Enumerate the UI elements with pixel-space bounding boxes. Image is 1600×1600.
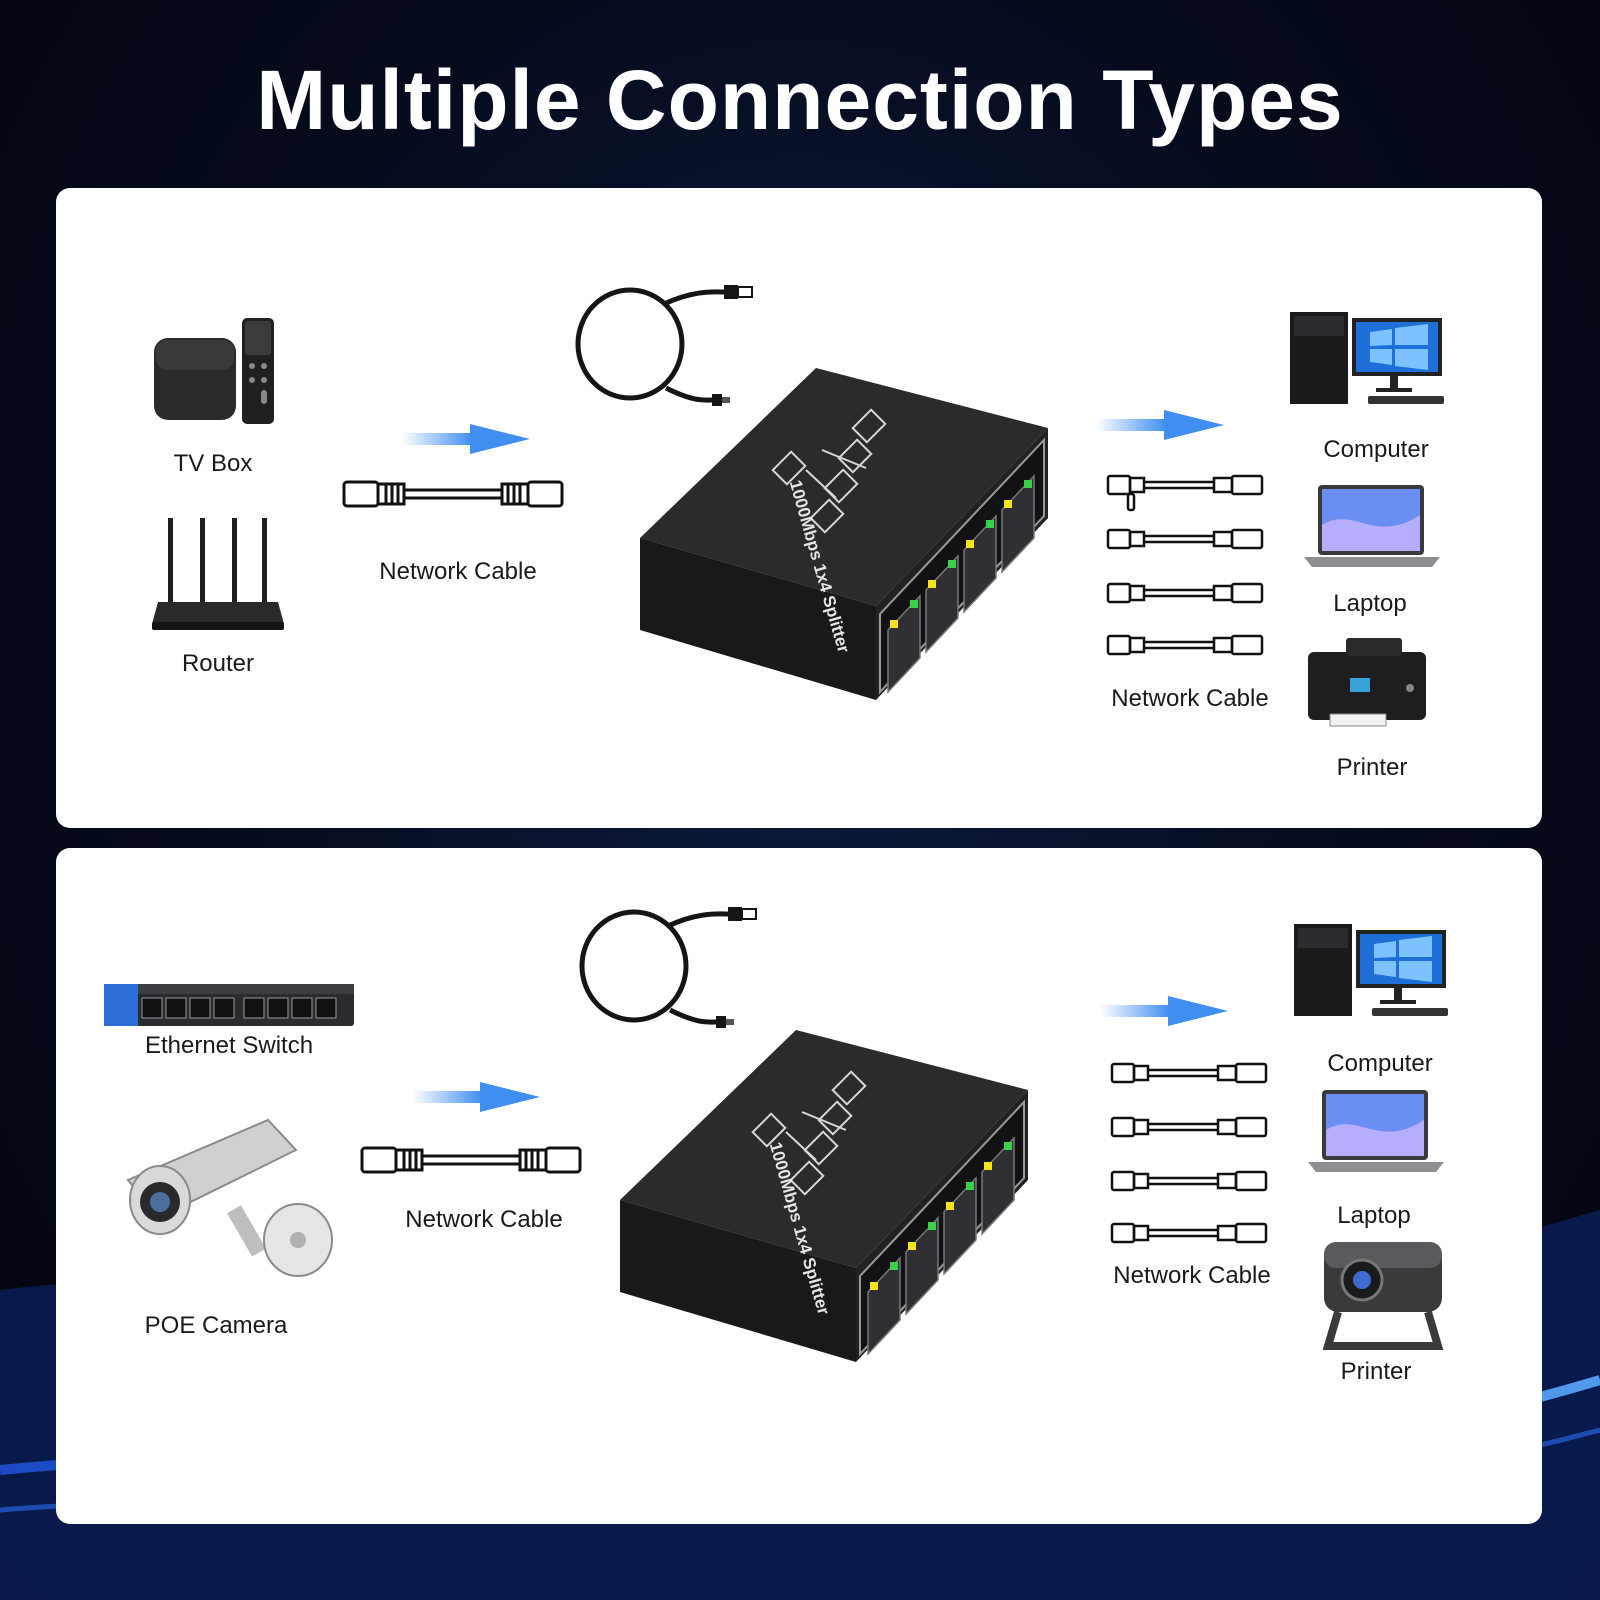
splitter-device: 1000Mbps 1x4 Splitter — [636, 358, 1056, 708]
usb-cable-icon — [578, 902, 758, 1042]
tv-box-icon — [148, 318, 278, 428]
output-label-laptop: Laptop — [1337, 1202, 1411, 1229]
output-label-laptop: Laptop — [1333, 590, 1407, 617]
network-cable-icon — [342, 478, 564, 512]
source-label-tv-box: TV Box — [173, 450, 253, 477]
output-cables-icon — [1110, 1062, 1270, 1252]
output-label-printer: Printer — [1340, 1358, 1412, 1385]
arrow-right-icon-out — [1100, 996, 1230, 1026]
diagram-panel-top: TV Box Router — [56, 188, 1542, 828]
ethernet-switch-icon — [104, 976, 354, 1030]
output-label-computer: Computer — [1323, 436, 1429, 463]
output-label-computer: Computer — [1327, 1050, 1433, 1077]
source-label-ethernet-switch: Ethernet Switch — [144, 1032, 314, 1059]
arrow-right-icon-out — [1096, 410, 1226, 440]
source-label-poe-camera: POE Camera — [144, 1312, 288, 1339]
laptop-icon — [1304, 485, 1440, 581]
output-label-printer: Printer — [1336, 754, 1408, 781]
splitter-device: 1000Mbps 1x4 Splitter — [616, 1020, 1036, 1370]
network-cable-icon — [360, 1144, 582, 1178]
output-cables-icon — [1106, 474, 1266, 664]
poe-camera-icon — [118, 1110, 338, 1280]
output-cable-label: Network Cable — [1111, 685, 1269, 712]
router-icon — [148, 518, 288, 634]
arrow-right-icon — [402, 424, 532, 454]
printer-icon — [1306, 638, 1428, 728]
computer-icon — [1290, 312, 1450, 408]
laptop-icon — [1308, 1090, 1444, 1186]
arrow-right-icon — [412, 1082, 542, 1112]
output-cable-label: Network Cable — [1113, 1262, 1271, 1289]
page-title: Multiple Connection Types — [256, 53, 1344, 147]
usb-cable-icon — [574, 280, 754, 420]
input-cable-label: Network Cable — [379, 558, 537, 585]
projector-icon — [1318, 1242, 1448, 1352]
computer-icon — [1294, 924, 1454, 1020]
diagram-panel-bottom: Ethernet Switch POE Camera — [56, 848, 1542, 1524]
source-label-router: Router — [181, 650, 255, 677]
input-cable-label: Network Cable — [405, 1206, 563, 1233]
